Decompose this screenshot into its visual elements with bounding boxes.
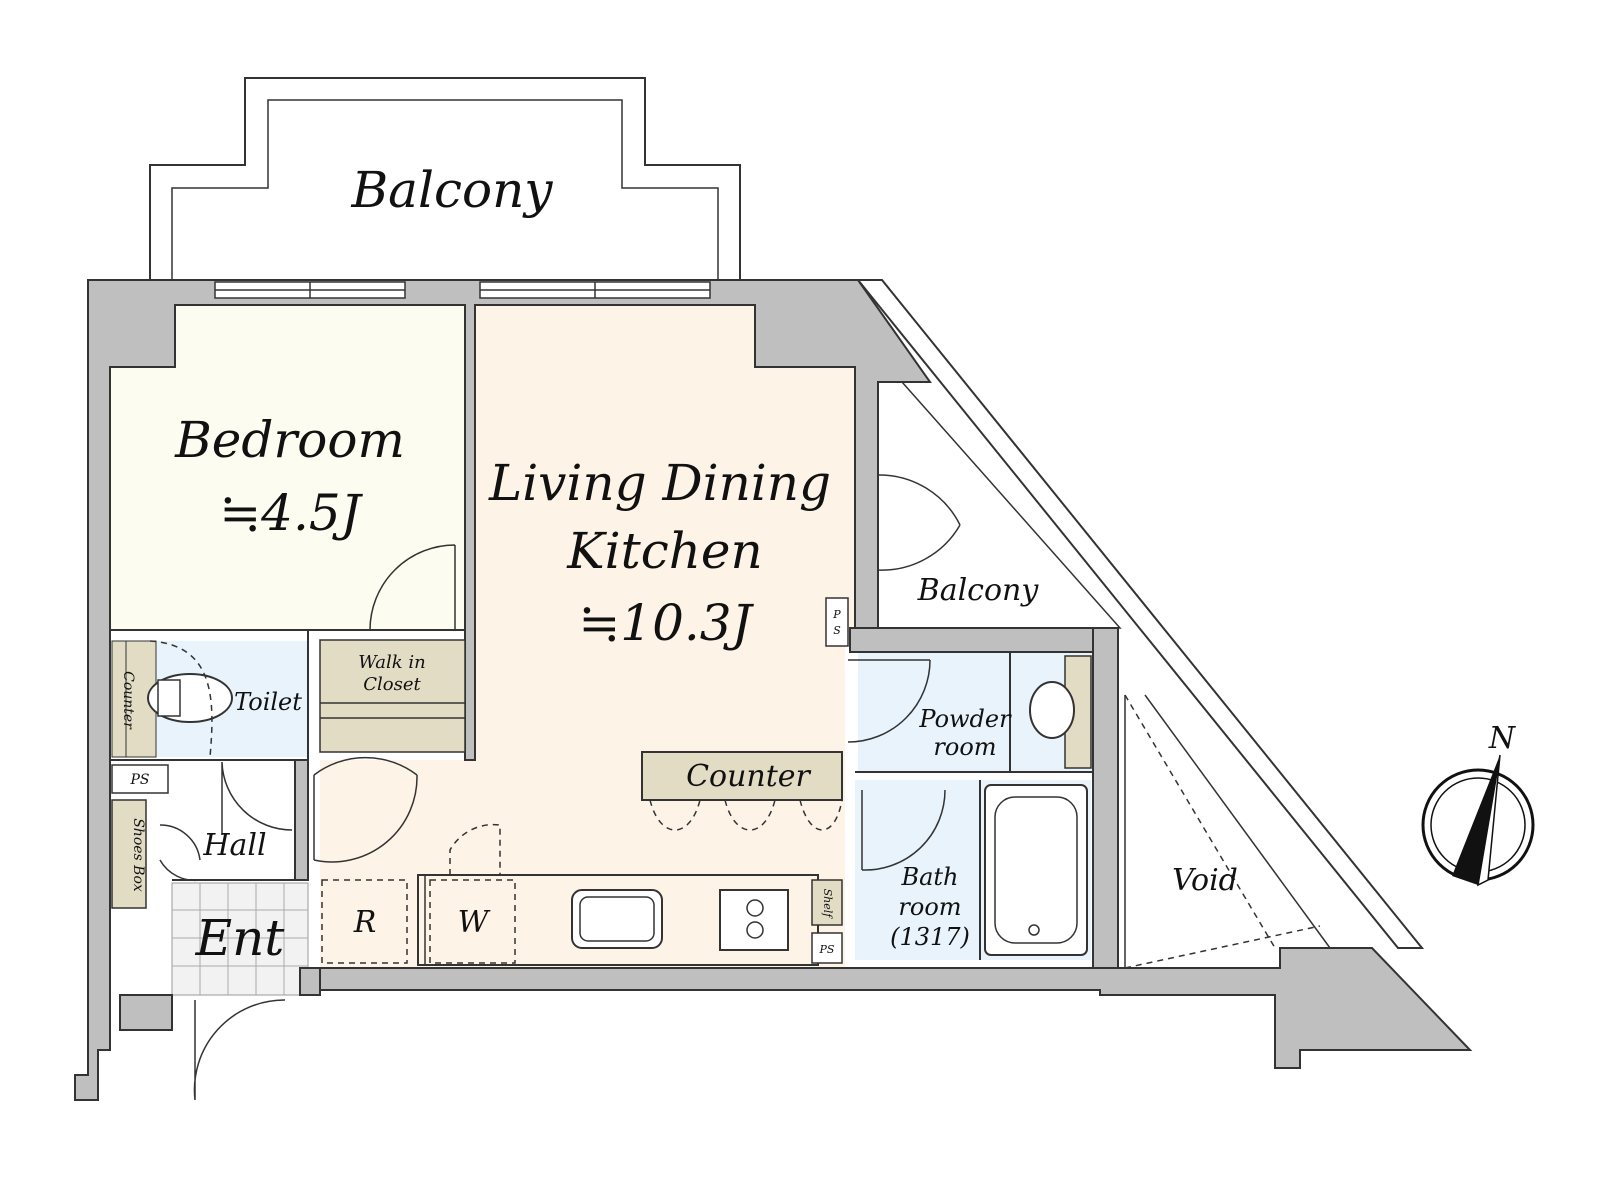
balcony-side <box>855 279 1425 949</box>
bedroom-label: Bedroom <box>174 411 405 469</box>
refrigerator-label: R <box>353 905 377 940</box>
toilet-fixtures <box>111 640 233 758</box>
toilet-label: Toilet <box>234 688 302 716</box>
shoes-box-label: Shoes Box <box>130 818 146 892</box>
washer-label: W <box>458 905 491 940</box>
hall-ps-label: PS <box>129 772 149 788</box>
void-area <box>1124 694 1331 969</box>
ldk-ps-label-line1: P <box>832 608 841 621</box>
walk-in-closet-label-line2: Closet <box>363 674 421 695</box>
balcony-top-label: Balcony <box>350 161 553 219</box>
entrance-label: Ent <box>195 909 286 967</box>
kitchen <box>321 597 849 966</box>
bath-room-label-line2: room <box>898 893 961 921</box>
counter-label: Counter <box>686 759 811 794</box>
ldk-label-line1: Living Dining <box>488 454 831 512</box>
kitchen-ps-label: PS <box>819 943 835 956</box>
void-label: Void <box>1172 863 1238 898</box>
balcony-top <box>149 77 741 280</box>
bath-room-label-line1: Bath <box>900 863 958 891</box>
doors <box>159 474 961 1101</box>
ldk-ps-label-line2: S <box>833 624 841 637</box>
hall-label: Hall <box>202 828 266 863</box>
walk-in-closet-label-line1: Walk in <box>358 652 425 673</box>
bath-room-size: (1317) <box>890 923 970 951</box>
powder-room-label-line2: room <box>933 733 996 761</box>
shelf-label: Shelf <box>821 889 834 920</box>
toilet-counter-label: Counter <box>120 671 136 730</box>
walk-in-closet <box>319 639 466 753</box>
compass-icon: N <box>1421 721 1535 887</box>
entrance-tiles <box>171 882 309 996</box>
north-label: N <box>1488 721 1517 756</box>
hall-fixtures <box>111 764 169 909</box>
powder-room-label-line1: Powder <box>918 705 1012 733</box>
bedroom-area: ≒4.5J <box>219 484 363 542</box>
balcony-side-label: Balcony <box>917 573 1040 608</box>
top-windows <box>214 281 711 299</box>
ldk-area: ≒10.3J <box>578 594 754 652</box>
partitions <box>110 629 1093 960</box>
ldk-label-line2: Kitchen <box>566 522 762 580</box>
walls <box>74 279 1473 1101</box>
wet-fixtures <box>984 655 1092 956</box>
ldk-fill <box>320 305 855 968</box>
